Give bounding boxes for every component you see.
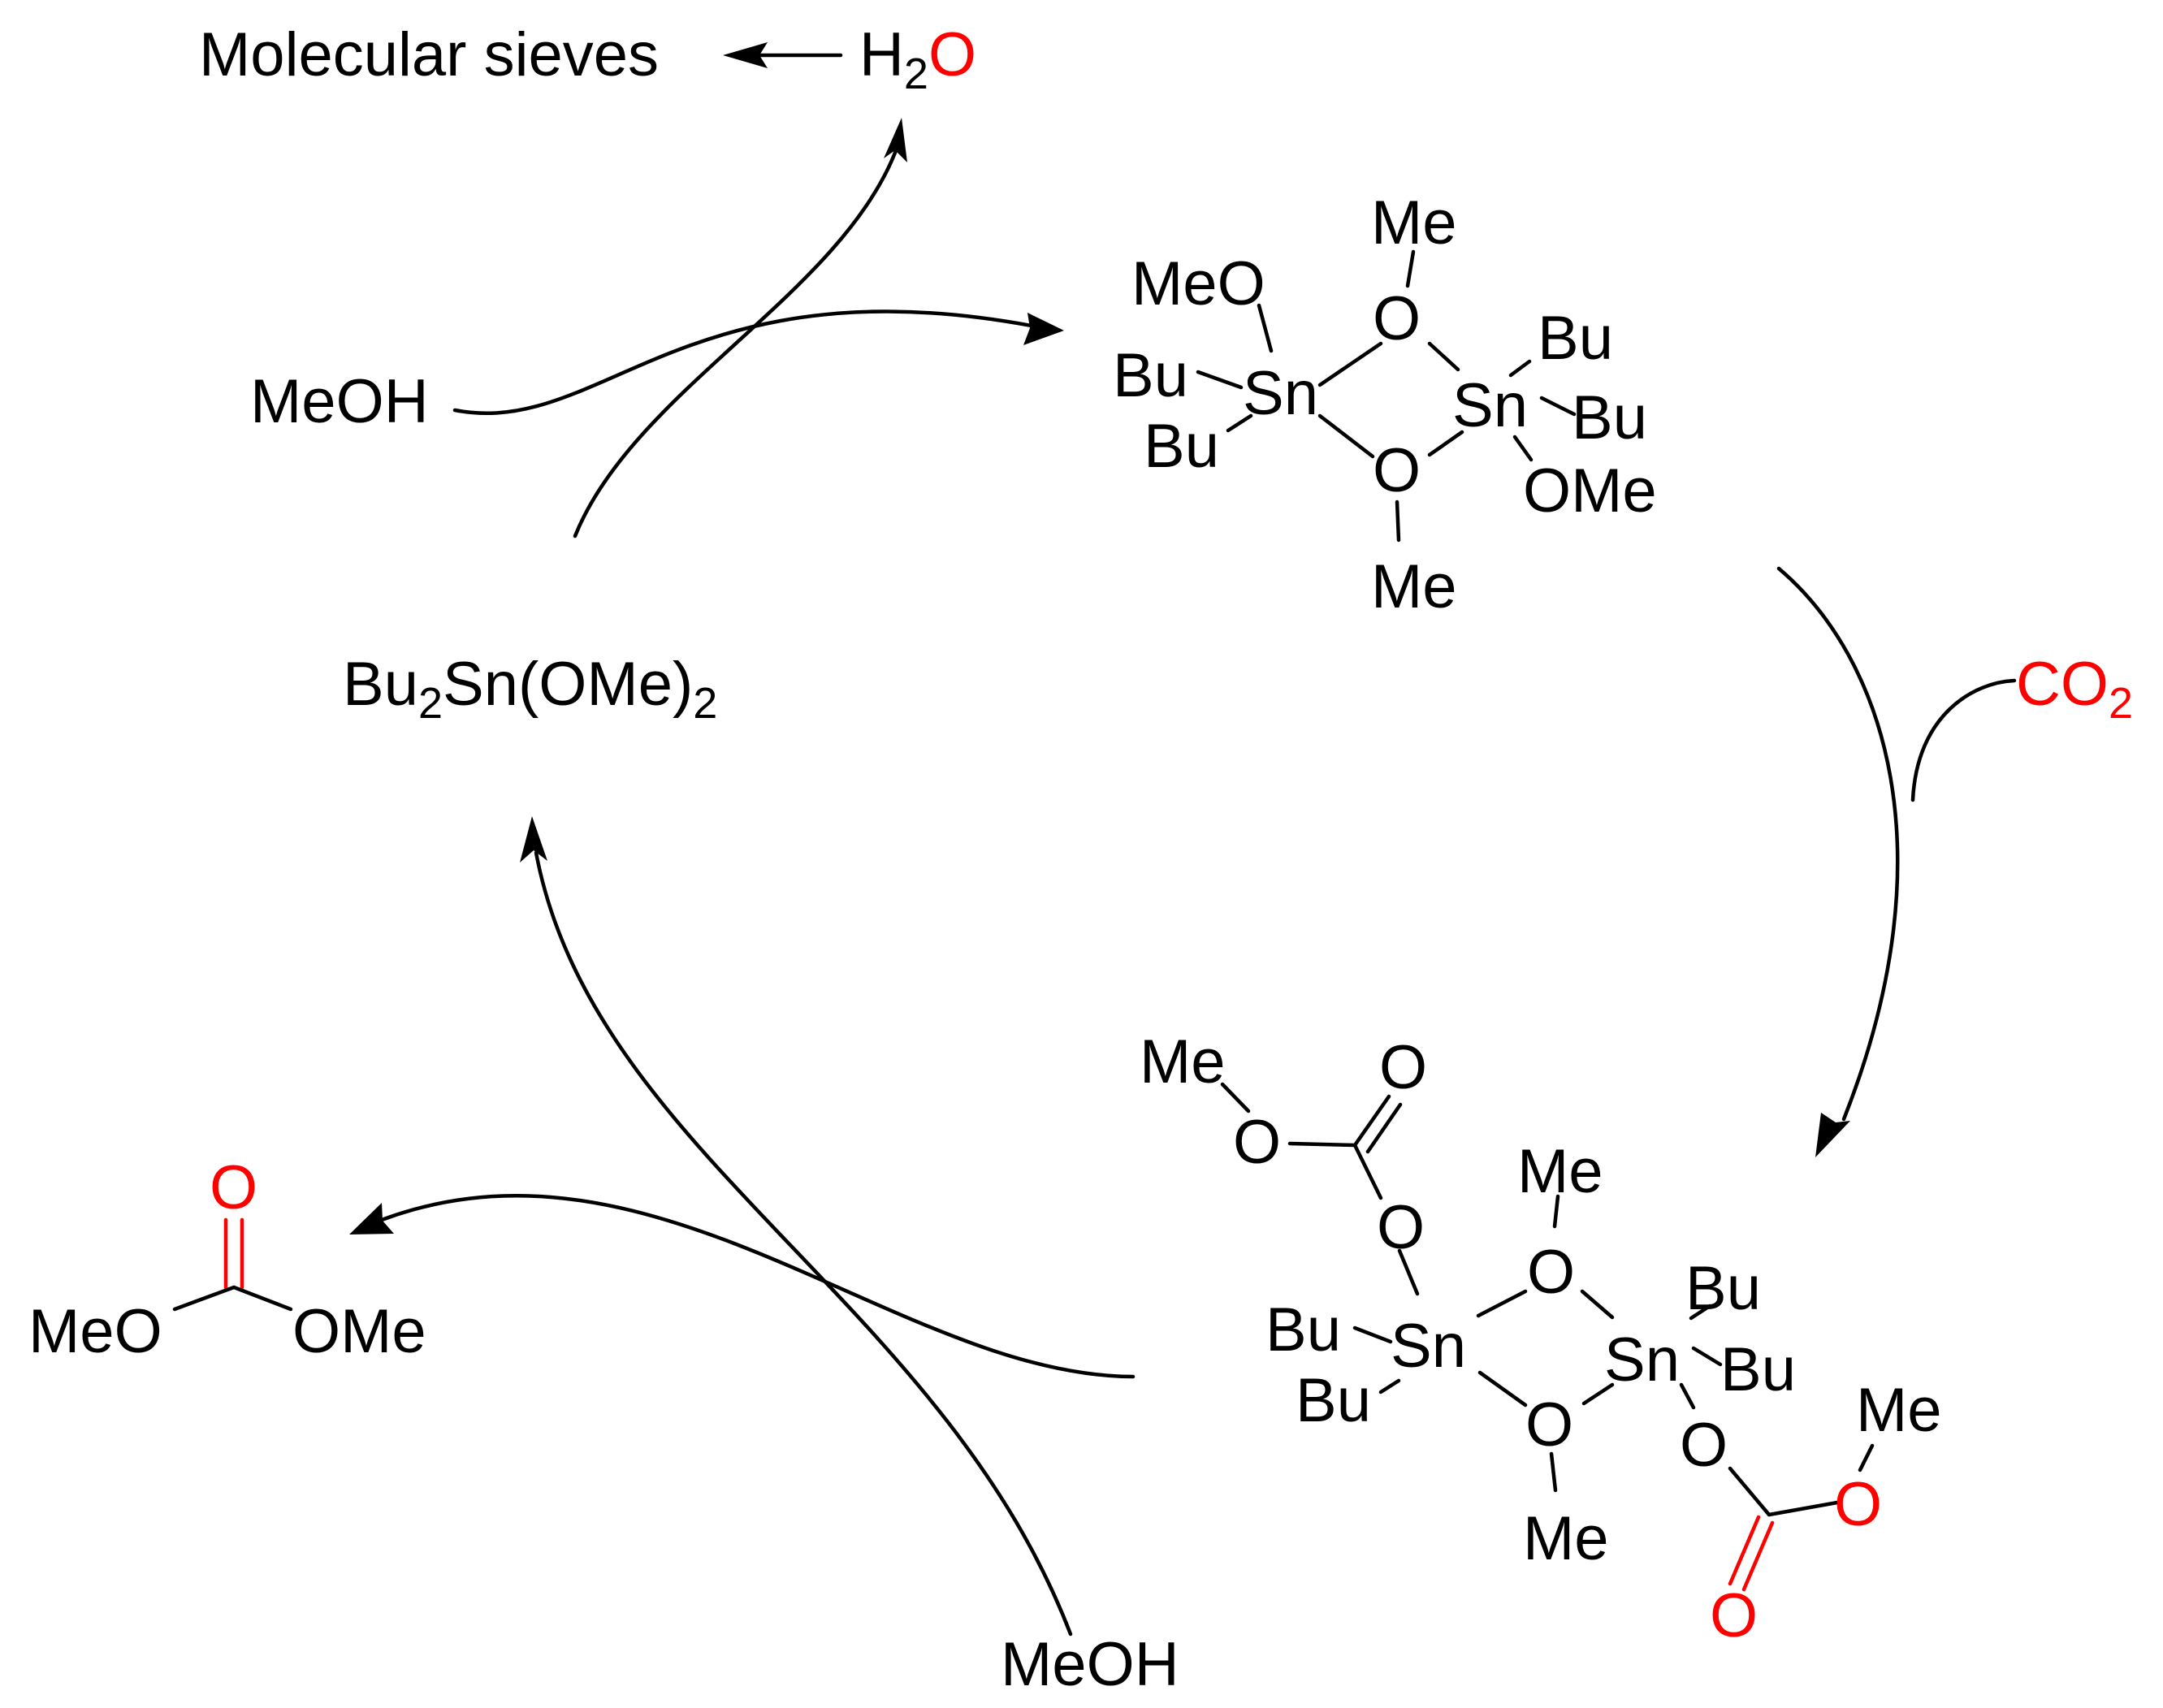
carb-o-bottom: O xyxy=(1525,1390,1573,1459)
carb-bu-left-1: Bu xyxy=(1265,1295,1341,1364)
dimer-top-sn-left: Sn xyxy=(1243,359,1318,428)
co2-label: CO2 xyxy=(2016,650,2133,728)
carb-me-carbonate-top: Me xyxy=(1140,1027,1226,1096)
dmc-o-carbonyl: O xyxy=(210,1153,257,1222)
dimethyl-carbonate: O MeO OMe xyxy=(28,1153,426,1366)
dmc-meo: MeO xyxy=(28,1297,162,1366)
dimer-top-bu-right-2: Bu xyxy=(1572,383,1647,452)
dmc-release-arrow xyxy=(349,1194,1136,1379)
dimer-top-me-top: Me xyxy=(1371,188,1457,257)
dimer-top-ome: OMe xyxy=(1523,456,1657,525)
carb-o-carbonyl-bottom: O xyxy=(1710,1581,1758,1650)
sieves-arrow xyxy=(723,42,843,68)
regeneration-arrow xyxy=(520,816,1073,1637)
carb-bu-right-1: Bu xyxy=(1685,1254,1761,1323)
carb-me-carbonate-bottom: Me xyxy=(1856,1376,1942,1445)
co2-insertion-arrow xyxy=(1776,566,1900,1157)
distannoxane-dimer: Me MeO O Bu Bu Sn Sn Bu Bu O OMe Me xyxy=(1113,188,1657,621)
dimer-top-bu-left-1: Bu xyxy=(1113,341,1188,410)
dimer-top-bu-left-2: Bu xyxy=(1144,412,1219,481)
dimer-top-me-bottom: Me xyxy=(1371,552,1457,621)
meoh-to-dimer-arrow xyxy=(452,309,1064,416)
meoh-top-label: MeOH xyxy=(250,367,429,436)
carb-bu-right-2: Bu xyxy=(1720,1335,1796,1404)
water-release-arrow xyxy=(573,118,907,538)
carb-o-ester-bottom: O xyxy=(1834,1470,1882,1539)
carb-me-top: Me xyxy=(1517,1137,1603,1206)
co2-feed-arc xyxy=(1910,678,2017,802)
dimer-top-meo: MeO xyxy=(1131,249,1265,318)
carb-sn-left: Sn xyxy=(1391,1312,1466,1381)
carb-sn-right: Sn xyxy=(1604,1325,1680,1395)
carbonate-dimer: Me O O O Me O Bu Bu Sn Sn Bu Bu O O Me O… xyxy=(1140,1027,1942,1650)
carb-o-ester-top: O xyxy=(1233,1108,1281,1177)
carb-o-link-top: O xyxy=(1377,1193,1425,1262)
dibutyltin-dimethoxide-label: Bu2Sn(OMe)2 xyxy=(343,650,717,728)
carb-o-carbonyl-top: O xyxy=(1379,1033,1427,1102)
water-label: H2O xyxy=(859,20,976,98)
carb-bu-left-2: Bu xyxy=(1296,1366,1371,1435)
dimer-top-bu-right-1: Bu xyxy=(1538,304,1613,373)
carb-o-link-bottom: O xyxy=(1680,1411,1728,1480)
molecular-sieves-label: Molecular sieves xyxy=(199,20,659,89)
meoh-bottom-label: MeOH xyxy=(1001,1630,1179,1699)
dimer-top-sn-right: Sn xyxy=(1452,371,1528,440)
carb-me-bottom: Me xyxy=(1523,1504,1609,1573)
dimer-top-o-bottom: O xyxy=(1373,436,1421,505)
dimer-top-o-top: O xyxy=(1373,284,1421,353)
carb-o-top: O xyxy=(1527,1238,1575,1307)
dmc-ome: OMe xyxy=(292,1297,426,1366)
